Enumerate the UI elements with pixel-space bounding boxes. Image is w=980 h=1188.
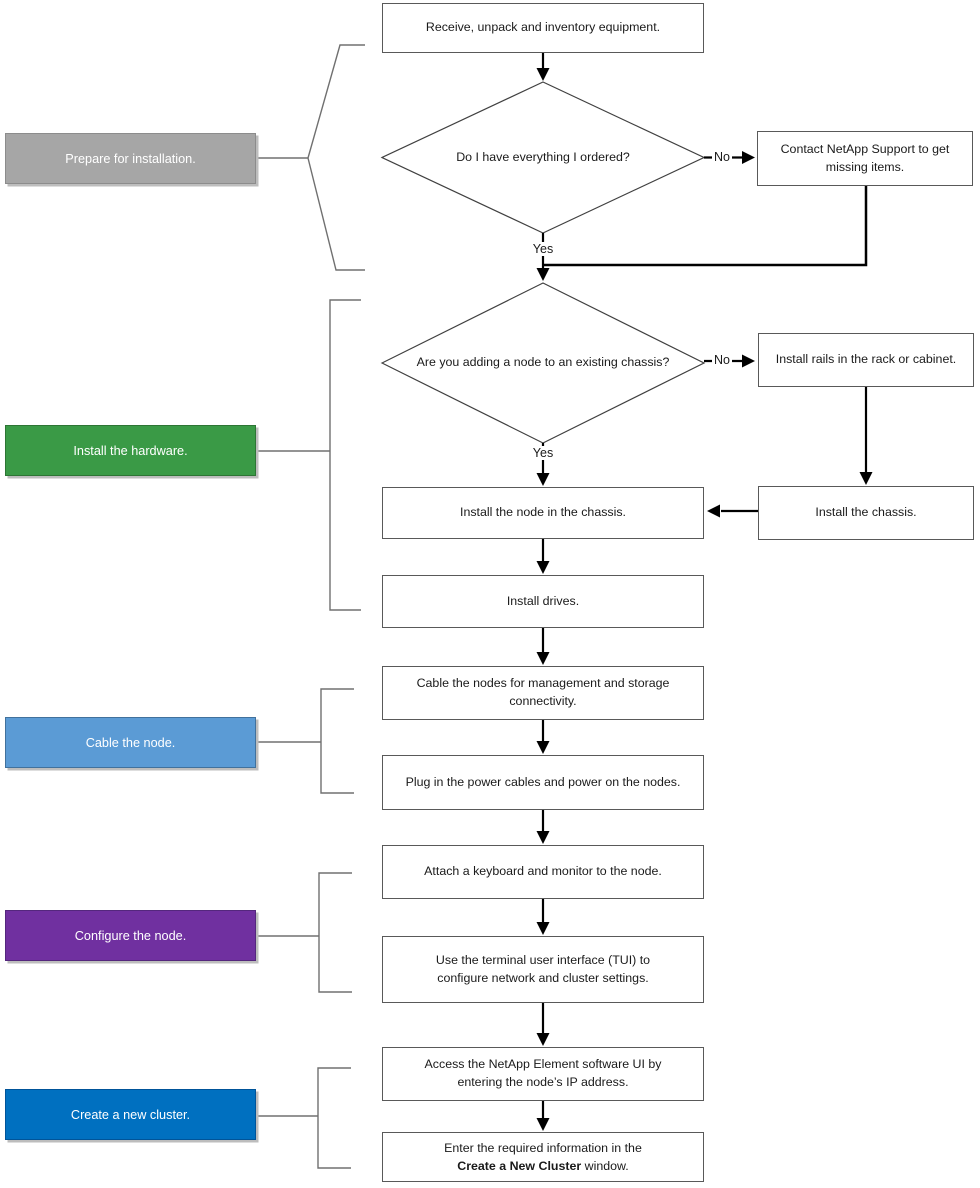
phase-prepare: Prepare for installation.	[5, 133, 256, 184]
step-contact-support-box: Contact NetApp Support to get missing it…	[757, 131, 973, 186]
step-install-chassis-text: Install the chassis.	[815, 505, 917, 519]
phase-cable-node: Cable the node.	[5, 717, 256, 768]
phase-bracket-cable	[256, 688, 354, 794]
step-enter-info-bold: Create a New Cluster	[457, 1158, 582, 1173]
phase-install-hardware-label: Install the hardware.	[73, 443, 188, 458]
phase-install-hardware: Install the hardware.	[5, 425, 256, 476]
phase-bracket-prepare	[256, 44, 365, 271]
step-receive-box: Receive, unpack and inventory equipment.	[382, 3, 704, 53]
step-install-rails-text: Install rails in the rack or cabinet.	[775, 352, 957, 366]
edge-label-yes-2: Yes	[530, 446, 556, 460]
step-install-node-box: Install the node in the chassis.	[382, 487, 704, 539]
phase-configure-node-label: Configure the node.	[74, 928, 187, 943]
step-install-chassis-box: Install the chassis.	[758, 486, 974, 540]
step-use-tui-box: Use the terminal user interface (TUI) to…	[382, 936, 704, 1003]
decision-everything-text: Do I have everything I ordered?	[402, 82, 684, 233]
phase-create-cluster-label: Create a new cluster.	[70, 1107, 191, 1122]
step-enter-info-box: Enter the required information in the Cr…	[382, 1132, 704, 1182]
step-install-drives-text: Install drives.	[506, 593, 580, 608]
edge-label-yes-1: Yes	[530, 242, 556, 256]
step-enter-info-line1: Enter the required information in the	[393, 1140, 693, 1158]
decision-existing-chassis-label: Are you adding a node to an existing cha…	[416, 355, 670, 369]
step-contact-support-text: Contact NetApp Support to get missing it…	[780, 141, 950, 174]
step-cable-nodes-box: Cable the nodes for management and stora…	[382, 666, 704, 720]
step-access-ui-text: Access the NetApp Element software UI by…	[424, 1057, 662, 1089]
decision-existing-chassis-text: Are you adding a node to an existing cha…	[412, 283, 674, 443]
decision-everything-label: Do I have everything I ordered?	[456, 149, 630, 164]
step-receive-text: Receive, unpack and inventory equipment.	[425, 20, 661, 34]
step-attach-keyboard-box: Attach a keyboard and monitor to the nod…	[382, 845, 704, 899]
phase-cable-node-label: Cable the node.	[85, 735, 176, 750]
phase-create-cluster: Create a new cluster.	[5, 1089, 256, 1140]
step-access-ui-box: Access the NetApp Element software UI by…	[382, 1047, 704, 1101]
edge-label-no-1: No	[712, 150, 732, 164]
phase-prepare-label: Prepare for installation.	[65, 151, 196, 166]
phase-bracket-hardware	[256, 299, 361, 611]
support-return-line	[544, 186, 868, 267]
step-enter-info-line2: Create a New Cluster window.	[393, 1158, 693, 1176]
step-enter-info-suffix: window.	[581, 1158, 629, 1173]
edge-label-no-2: No	[712, 353, 732, 367]
step-use-tui-text: Use the terminal user interface (TUI) to…	[435, 952, 651, 985]
phase-configure-node: Configure the node.	[5, 910, 256, 961]
step-install-rails-box: Install rails in the rack or cabinet.	[758, 333, 974, 387]
step-install-drives-box: Install drives.	[382, 575, 704, 628]
phase-bracket-cluster	[256, 1067, 351, 1169]
step-enter-info-prefix: Enter the required information in the	[444, 1141, 642, 1155]
step-plug-power-box: Plug in the power cables and power on th…	[382, 755, 704, 810]
phase-bracket-configure	[256, 872, 352, 993]
step-plug-power-text: Plug in the power cables and power on th…	[405, 774, 681, 789]
step-cable-nodes-text: Cable the nodes for management and stora…	[416, 676, 670, 708]
step-install-node-text: Install the node in the chassis.	[460, 505, 626, 519]
step-attach-keyboard-text: Attach a keyboard and monitor to the nod…	[424, 864, 662, 878]
